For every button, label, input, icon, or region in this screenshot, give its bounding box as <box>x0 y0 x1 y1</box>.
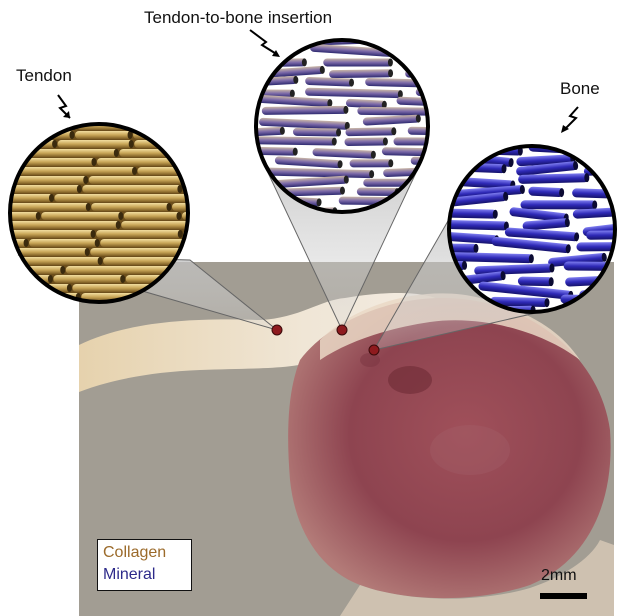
fiber-rod <box>394 137 441 145</box>
fiber-rod <box>564 261 628 271</box>
fiber-rod <box>578 151 628 166</box>
scale-bar <box>540 593 587 599</box>
legend-collagen: Collagen <box>103 542 186 564</box>
fiber-rod <box>0 257 103 265</box>
fiber-rod <box>405 64 492 78</box>
fiber-rod <box>617 254 628 264</box>
fiber-rod <box>404 57 480 66</box>
fiber-rod <box>213 36 294 48</box>
fiber-rod <box>262 106 349 115</box>
legend: Collagen Mineral <box>97 539 192 591</box>
fiber-rod <box>0 302 68 310</box>
fiber-rod <box>345 127 396 136</box>
fiber-rod <box>0 221 121 229</box>
fiber-rod <box>133 131 263 139</box>
fiber-rod <box>100 239 191 247</box>
fiber-rod <box>194 194 285 202</box>
fiber-rod <box>0 149 23 157</box>
fiber-rod <box>69 302 169 310</box>
fiber-rod <box>363 179 430 187</box>
fiber-rod <box>0 158 96 166</box>
fiber-rod <box>138 122 210 130</box>
fiber-rod <box>82 185 182 193</box>
legend-mineral: Mineral <box>103 564 186 586</box>
fiber-rod <box>357 107 467 116</box>
fiber-rod <box>576 242 628 252</box>
fiber-rod <box>350 159 394 167</box>
fiber-rod <box>518 277 554 287</box>
fiber-rod <box>607 302 628 317</box>
fiber-rod <box>41 212 123 220</box>
fiber-rod <box>2 248 90 256</box>
fiber-rod <box>192 158 258 166</box>
fiber-rod <box>603 172 628 185</box>
fiber-rod <box>75 131 133 139</box>
lightning-arrow-icon <box>58 95 70 118</box>
fiber-rod <box>29 239 100 247</box>
fiber-rod <box>344 137 388 146</box>
lightning-arrow-icon <box>250 30 280 57</box>
fiber-rod <box>172 203 236 211</box>
fiber-rod <box>411 38 473 48</box>
fiber-rod <box>138 167 276 175</box>
fiber-rod <box>53 275 125 283</box>
tendon-location-dot <box>272 325 282 335</box>
fiber-rod <box>89 176 226 184</box>
fiber-rod <box>213 106 257 116</box>
fiber-rod <box>408 127 462 136</box>
fiber-rod <box>329 69 393 78</box>
fiber-rod <box>293 128 341 137</box>
fiber-rod <box>97 158 191 166</box>
insertion-location-dot <box>337 325 347 335</box>
fiber-rod <box>216 156 260 166</box>
lightning-arrow-icon <box>561 107 578 133</box>
insertion-label: Tendon-to-bone insertion <box>144 8 332 28</box>
fiber-rod <box>427 114 507 126</box>
fiber-rod <box>623 139 628 151</box>
fiber-rod <box>0 203 91 211</box>
bone-location-dot <box>369 345 379 355</box>
tendon-label: Tendon <box>16 66 72 86</box>
fiber-rod <box>183 257 273 265</box>
fiber-rod <box>119 149 191 157</box>
fiber-rod <box>323 58 393 66</box>
fiber-rod <box>54 194 193 202</box>
fiber-rod <box>518 173 589 184</box>
bone-label: Bone <box>560 79 600 99</box>
fiber-rod <box>124 212 182 220</box>
fiber-rod <box>183 230 302 238</box>
fiber-rod <box>90 248 202 256</box>
fiber-rod <box>0 284 72 292</box>
fiber-rod <box>0 194 54 202</box>
fiber-rod <box>91 203 171 211</box>
fiber-rod <box>586 230 628 240</box>
fiber-rod <box>0 212 41 220</box>
fiber-rod <box>192 239 251 247</box>
fiber-rod <box>528 187 564 198</box>
scale-bar-label: 2mm <box>541 567 577 585</box>
fiber-rod <box>58 140 134 148</box>
fiber-rod <box>204 58 307 68</box>
fiber-rod <box>520 200 597 209</box>
fiber-rod <box>121 221 214 229</box>
fiber-rod <box>209 165 259 176</box>
fiber-rod <box>249 147 298 156</box>
fiber-rod <box>204 117 245 126</box>
fiber-rod <box>96 230 183 238</box>
fiber-rod <box>398 46 445 54</box>
